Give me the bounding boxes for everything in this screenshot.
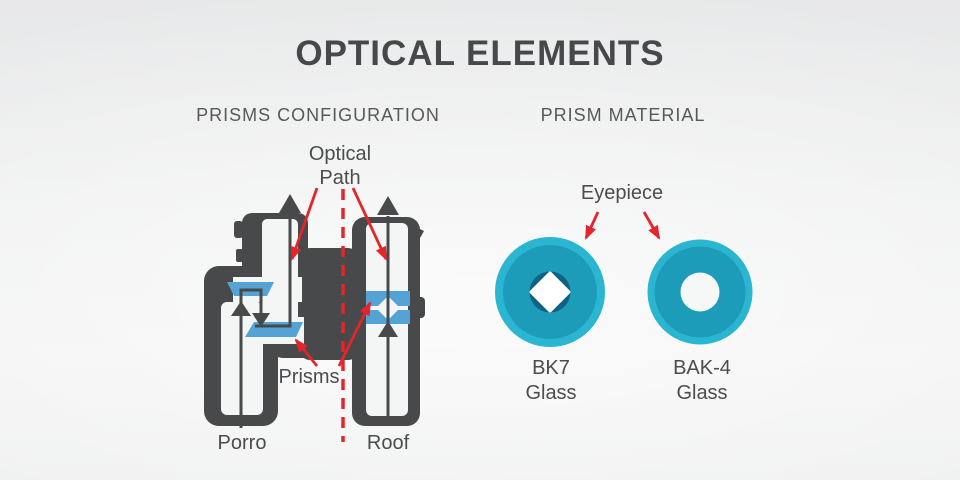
bk7-material-label: BK7 Glass — [525, 356, 576, 406]
porro-path-exit — [255, 208, 292, 328]
right-section-heading: PRISM MATERIAL — [540, 105, 706, 125]
focus-knob-bump — [414, 297, 425, 318]
optical-path-arrow-left — [290, 187, 319, 261]
optical-path-label: Optical Path — [309, 142, 371, 190]
bak4-material-label: BAK-4 Glass — [673, 356, 731, 406]
prisms-arrow-right — [337, 301, 372, 367]
bak4-eyepiece-circle — [647, 239, 753, 345]
down-arrowhead-porro-jog — [252, 313, 270, 327]
optical-path-label-line1: Optical — [308, 143, 372, 165]
bk7-eyepiece-circle — [495, 237, 605, 347]
eyepiece-rim-bump-2 — [236, 249, 243, 262]
prisms-label: Prisms — [278, 366, 340, 388]
up-arrowhead-roof-mid — [378, 321, 398, 337]
page-title: OPTICAL ELEMENTS — [295, 34, 665, 73]
up-arrowhead-porro-exit — [279, 194, 301, 213]
prisms-arrow-left — [294, 338, 319, 367]
optical-path-arrow-right — [351, 187, 388, 261]
up-arrowhead-porro-lower — [231, 301, 251, 316]
up-arrowhead-roof-exit — [377, 196, 399, 215]
porro-path-entry — [239, 288, 263, 428]
roof-prism-upper-wing — [366, 291, 410, 306]
porro-prism-lower — [245, 322, 303, 337]
bak4-center-hole — [680, 272, 720, 312]
bk7-type: Glass — [525, 382, 577, 404]
eyepiece-label: Eyepiece — [580, 182, 664, 204]
roof-prism-lower-wing — [366, 310, 410, 324]
eyepiece-arrow-left — [584, 211, 600, 240]
strap-lug-bump — [410, 224, 424, 247]
roof-label: Roof — [366, 432, 410, 454]
eyepiece-arrow-right — [642, 211, 661, 240]
optical-path-label-line2: Path — [319, 167, 361, 189]
left-section-heading: PRISMS CONFIGURATION — [196, 105, 440, 125]
red-annotations — [290, 187, 661, 442]
light-path-lines — [231, 194, 399, 428]
bak4-type: Glass — [676, 382, 728, 404]
bk7-diamond — [529, 271, 571, 313]
eyepiece-rim-bump — [234, 221, 243, 238]
bak4-name: BAK-4 — [673, 357, 731, 379]
bk7-name: BK7 — [532, 357, 570, 379]
porro-label: Porro — [217, 432, 267, 454]
